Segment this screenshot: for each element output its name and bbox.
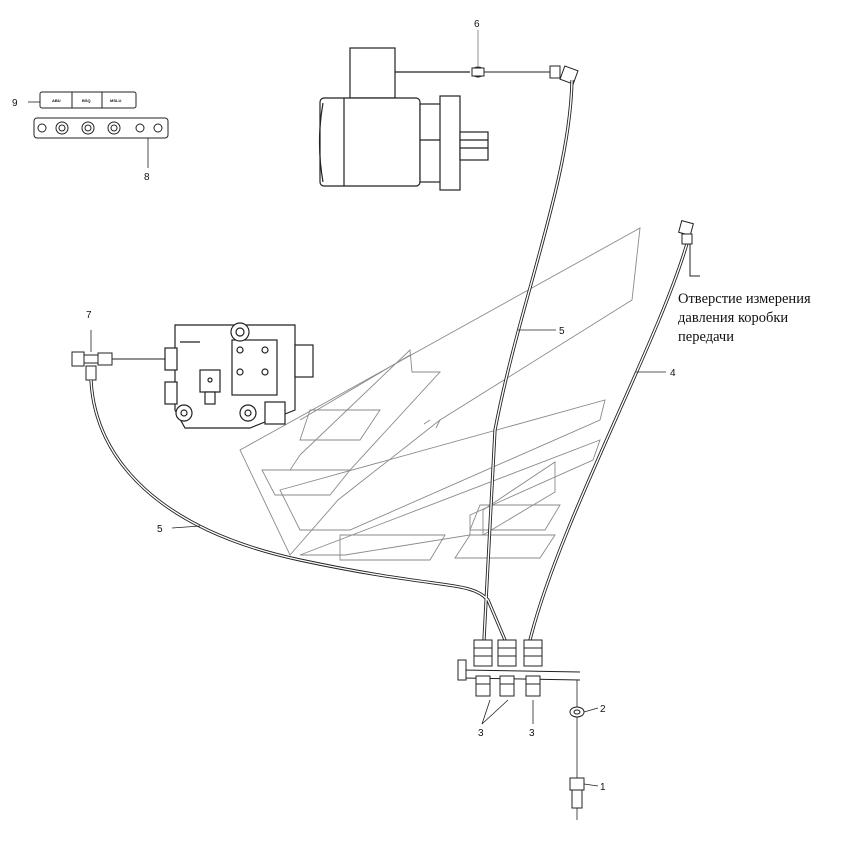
callout-8: 8	[144, 172, 150, 183]
callout-3-left: 3	[478, 728, 484, 739]
callout-leaders	[171, 329, 666, 787]
note-line-1: Отверстие измерения	[678, 291, 811, 307]
plate-label-1: ABU	[52, 98, 61, 103]
fitting-6	[471, 65, 579, 85]
callout-5-upper: 5	[559, 326, 565, 337]
plate-label-2: BSQ	[82, 98, 91, 103]
tee-fitting-7	[71, 330, 165, 381]
callout-2: 2	[600, 704, 606, 715]
hose-lines-inner	[90, 79, 689, 641]
callout-4: 4	[670, 368, 676, 379]
callout-7: 7	[86, 310, 92, 321]
callout-3-right: 3	[529, 728, 535, 739]
callout-9: 9	[12, 98, 18, 109]
note-line-3: передачи	[678, 329, 734, 345]
callout-6-number: 6	[474, 19, 480, 30]
label-plate-9	[39, 91, 137, 109]
gearbox-port-fitting	[678, 220, 700, 277]
port-plate-8	[33, 117, 169, 139]
sensor-manifold	[457, 639, 581, 697]
callout-6: 6	[474, 19, 480, 66]
watermark-logo	[239, 227, 641, 561]
note-line-2: давления коробки	[678, 310, 788, 326]
hydraulic-motor	[318, 47, 489, 191]
plate-label-3: MSLU	[110, 98, 121, 103]
callout-5-lower: 5	[157, 524, 163, 535]
callout-1: 1	[600, 782, 606, 793]
bolt-assembly	[569, 680, 585, 820]
control-valve	[164, 322, 314, 429]
